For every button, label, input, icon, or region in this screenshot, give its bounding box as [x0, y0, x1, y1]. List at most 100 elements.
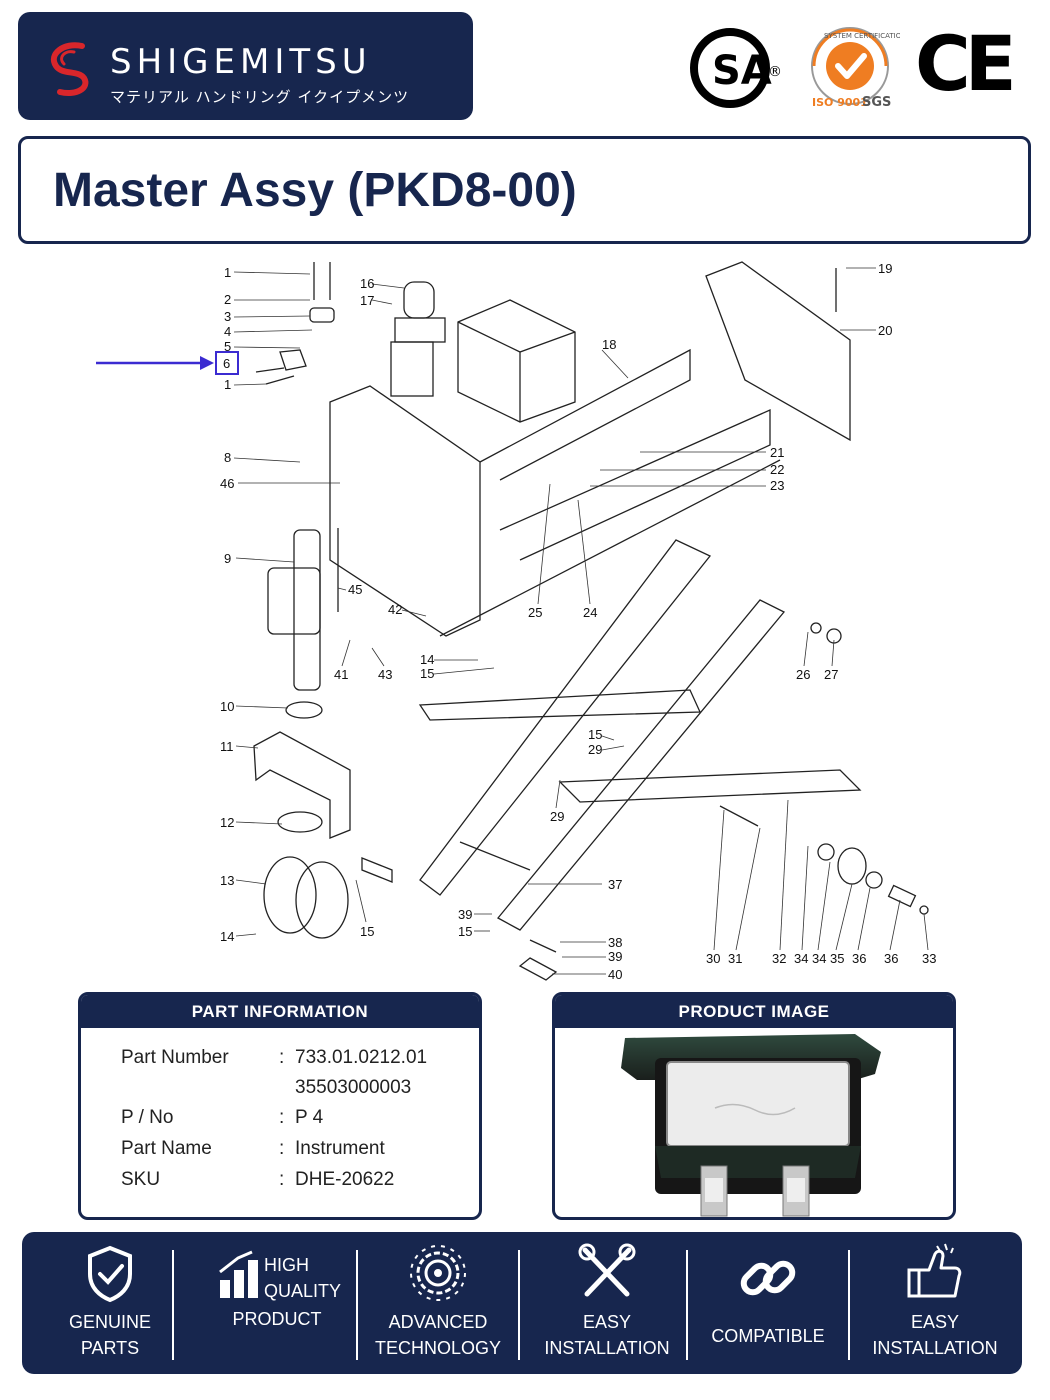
info-label: P / No [121, 1107, 174, 1128]
info-colon: : [279, 1138, 285, 1159]
callout-label: 32 [772, 951, 786, 966]
info-value: 733.01.0212.01 [295, 1047, 428, 1068]
callout-label: 18 [602, 337, 616, 352]
callout-label: 38 [608, 935, 622, 950]
callout-label: 11 [220, 739, 234, 754]
callout-label: 1 [224, 377, 231, 392]
callout-label: 34 [794, 951, 808, 966]
csa-certification-icon: SA ® [690, 28, 782, 108]
callout-label: 30 [706, 951, 720, 966]
title-box: Master Assy (PKD8-00) [18, 136, 1031, 244]
callout-label: 33 [922, 951, 936, 966]
shigemitsu-logo-icon [51, 42, 89, 96]
info-colon: : [279, 1107, 285, 1128]
thumbs-up-icon [907, 1243, 962, 1298]
feature-advanced-technology: ADVANCED TECHNOLOGY [368, 1232, 508, 1374]
callout-label: 4 [224, 324, 231, 339]
info-value: Instrument [295, 1138, 385, 1159]
callout-label: 43 [378, 667, 392, 682]
feature-compatible: COMPATIBLE [698, 1232, 838, 1374]
callout-label-highlighted: 6 [223, 356, 230, 371]
feature-label: QUALITY [264, 1281, 342, 1301]
feature-high-quality: HIGH QUALITY PRODUCT [192, 1232, 362, 1374]
callout-label: 29 [550, 809, 564, 824]
info-label: SKU [121, 1169, 161, 1190]
csa-label: SA [712, 48, 772, 94]
brand-subtitle: マテリアル ハンドリング イクイプメンツ [110, 88, 410, 106]
callout-label: 19 [878, 261, 892, 276]
callout-label: 8 [224, 450, 231, 465]
callout-label: 37 [608, 877, 622, 892]
gear-icon [410, 1245, 466, 1301]
callout-label: 45 [348, 582, 362, 597]
callout-label: 2 [224, 292, 231, 307]
feature-divider [356, 1250, 358, 1360]
info-value: P 4 [295, 1107, 324, 1128]
callout-label: 40 [608, 967, 622, 982]
feature-label: HIGH [264, 1255, 309, 1275]
highlight-arrowhead [200, 356, 214, 370]
callout-label: 20 [878, 323, 892, 338]
chain-link-icon [740, 1260, 796, 1296]
callout-label: 36 [884, 951, 898, 966]
callout-label: 34 [812, 951, 826, 966]
brand-name: SHIGEMITSU [110, 42, 372, 82]
feature-divider [686, 1250, 688, 1360]
callout-label: 25 [528, 605, 542, 620]
iso-ring-text: SYSTEM CERTIFICATION [824, 32, 900, 40]
callout-label: 3 [224, 309, 231, 324]
callout-label: 26 [796, 667, 810, 682]
callout-label: 14 [220, 929, 234, 944]
info-label: Part Number [121, 1047, 229, 1068]
feature-divider [848, 1250, 850, 1360]
feature-label: GENUINE [68, 1312, 151, 1332]
exploded-assembly-diagram: 1 2 3 4 5 6 1 8 46 9 45 42 41 43 14 15 1… [96, 261, 936, 982]
callout-label: 15 [360, 924, 374, 939]
product-image-panel: PRODUCT IMAGE [552, 992, 956, 1220]
feature-label: INSTALLATION [544, 1338, 670, 1358]
callout-label: 46 [220, 476, 234, 491]
feature-label: COMPATIBLE [711, 1326, 825, 1346]
callout-label: 13 [220, 873, 234, 888]
callout-label: 42 [388, 602, 402, 617]
callout-label: 39 [458, 907, 472, 922]
callout-label: 36 [852, 951, 866, 966]
brand-logo-banner: SHIGEMITSU マテリアル ハンドリング イクイプメンツ [18, 12, 473, 120]
callout-label: 27 [824, 667, 838, 682]
callout-label: 23 [770, 478, 784, 493]
callout-label: 15 [458, 924, 472, 939]
feature-label: ADVANCED [388, 1312, 488, 1332]
callout-label: 14 [420, 652, 434, 667]
iso-9001-sgs-badge-icon: SYSTEM CERTIFICATION ISO 9001 SGS [811, 27, 900, 110]
callout-label: 22 [770, 462, 784, 477]
info-value: DHE-20622 [295, 1169, 395, 1190]
feature-easy-installation-tools: EASY INSTALLATION [532, 1232, 682, 1374]
callout-labels: 1 2 3 4 5 6 1 8 46 9 45 42 41 43 14 15 1… [220, 261, 936, 982]
callout-label: 16 [360, 276, 374, 291]
info-value: 35503000003 [295, 1077, 412, 1098]
callout-label: 41 [334, 667, 348, 682]
feature-label: INSTALLATION [872, 1338, 998, 1358]
callout-label: 12 [220, 815, 234, 830]
page-title: Master Assy (PKD8-00) [53, 164, 577, 217]
info-colon: : [279, 1169, 285, 1190]
feature-divider [172, 1250, 174, 1360]
feature-label: TECHNOLOGY [374, 1338, 502, 1358]
feature-label: EASY [582, 1312, 632, 1332]
callout-label: 29 [588, 742, 602, 757]
feature-divider [518, 1250, 520, 1360]
product-photo [621, 1034, 881, 1217]
callout-label: 24 [583, 605, 597, 620]
part-information-panel: PART INFORMATION Part Number : 733.01.02… [78, 992, 482, 1220]
callout-label: 15 [420, 666, 434, 681]
callout-label: 5 [224, 339, 231, 354]
callout-label: 39 [608, 949, 622, 964]
info-colon: : [279, 1047, 285, 1068]
callout-label: 9 [224, 551, 231, 566]
product-image-heading: PRODUCT IMAGE [555, 995, 953, 1028]
iso-standard-label: ISO 9001 [812, 96, 868, 109]
callout-label: 10 [220, 699, 234, 714]
callout-label: 1 [224, 265, 231, 280]
info-label: Part Name [121, 1138, 212, 1159]
feature-label: PARTS [80, 1338, 140, 1358]
